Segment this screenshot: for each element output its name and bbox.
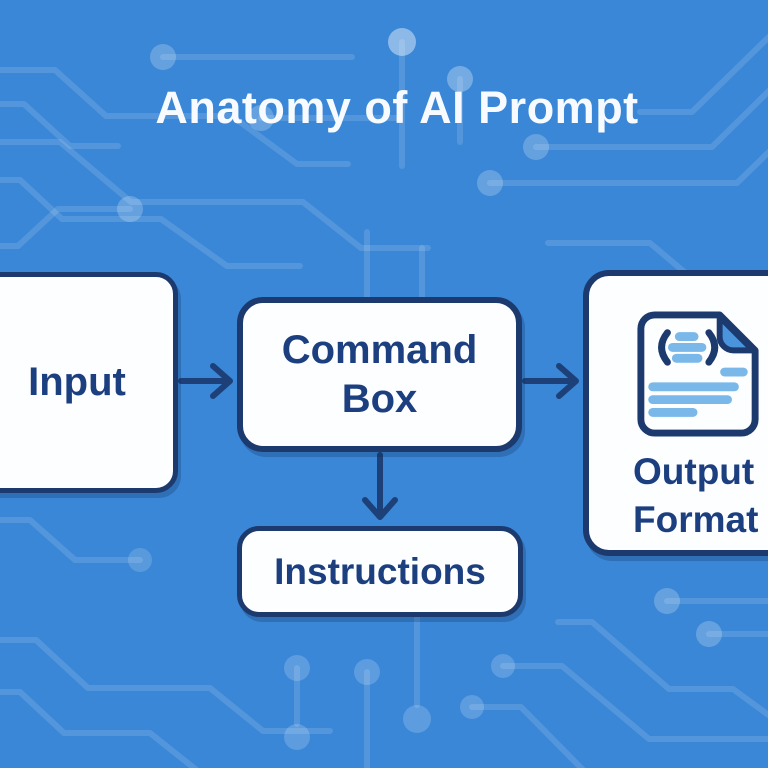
instructions-node-label: Instructions bbox=[274, 550, 486, 592]
code-document-icon bbox=[637, 311, 759, 437]
input-node-label: Input bbox=[28, 360, 126, 404]
page-title: Anatomy of AI Prompt bbox=[155, 82, 639, 133]
arrow-command-to-output bbox=[522, 363, 579, 399]
arrow-command-to-instructions bbox=[362, 452, 398, 520]
input-node: Input bbox=[0, 272, 178, 493]
output-format-node: Output Format bbox=[583, 270, 768, 556]
command-box-node: Command Box bbox=[237, 297, 522, 452]
output-format-label: Output Format bbox=[633, 451, 759, 540]
instructions-node: Instructions bbox=[237, 526, 523, 617]
command-box-label: Command Box bbox=[281, 327, 478, 421]
arrow-input-to-command bbox=[178, 363, 233, 399]
